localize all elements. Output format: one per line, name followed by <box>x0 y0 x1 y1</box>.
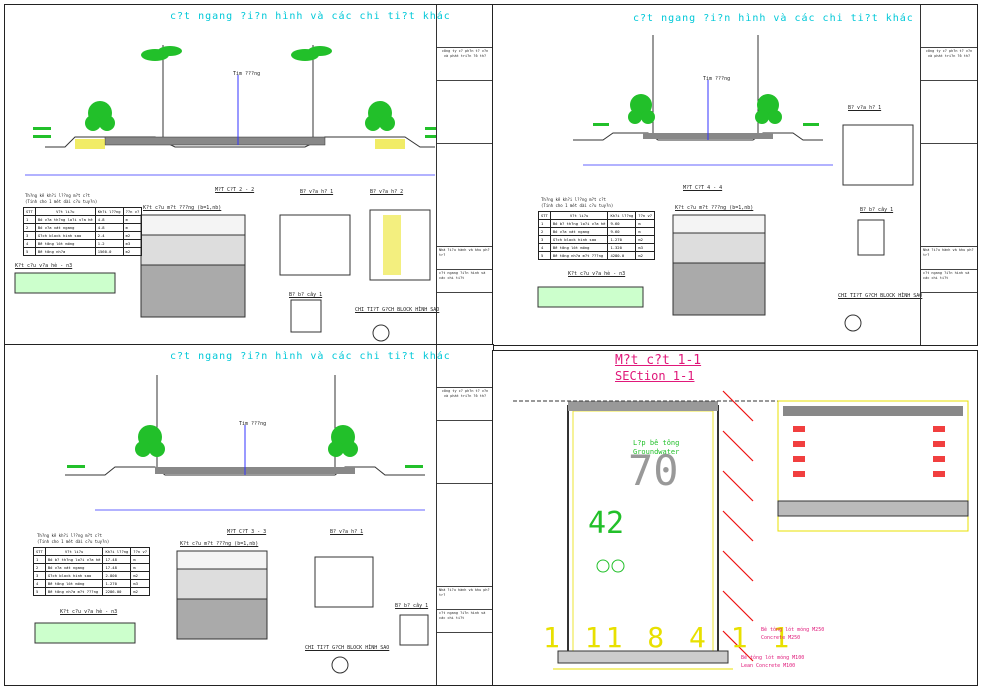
sheet-title: c?t ngang ?i?n hình và các chi ti?t khác <box>633 13 914 24</box>
drawing-name: c?t ngang ?i?n hình và các chi ti?t <box>437 270 493 293</box>
project-name: Nhà ?i?u hành và khu ph? tr? <box>437 247 493 270</box>
project-name: Nhà ?i?u hành và khu ph? tr? <box>437 587 493 610</box>
detail-label: B? b? cây 1 <box>289 292 323 298</box>
road-centerline-label: Tim ???ng <box>233 71 261 77</box>
drawing-sheet-1: c?t ngang ?i?n hình và các chi ti?t khác… <box>4 4 494 346</box>
section-title: M?t c?t 1-1 <box>615 353 702 368</box>
table-subtitle: (Tính cho 1 mét dài c?u tuy?n) <box>541 203 614 208</box>
section-label: M?T C?T 2 - 2 <box>215 187 255 193</box>
drawing-sheet-3: c?t ngang ?i?n hình và các chi ti?t khác… <box>4 344 494 686</box>
dimension-large: 70 <box>628 446 679 495</box>
bottom-dimensions: 1 11 8 4 1 1 <box>543 621 794 654</box>
section-subtitle: SECtion 1-1 <box>615 369 695 383</box>
detail-label: K?t c?u v?a hè - n3 <box>568 271 626 277</box>
foot-label-1-en: Concrete M250 <box>761 635 801 641</box>
detail-label: CHI TI?T G?CH BLOCK HÌNH SAO <box>355 307 440 313</box>
section-drawing <box>513 390 969 670</box>
cross-section-drawing <box>537 35 914 332</box>
table-title: Th?ng kê kh?i l??ng m?t c?t <box>25 193 91 198</box>
table-subtitle: (Tính cho 1 mét dài c?u tuy?n) <box>25 199 98 204</box>
drawing-name: c?t ngang ?i?n hình và các chi ti?t <box>437 610 493 633</box>
dimension-mid: 42 <box>588 506 625 541</box>
company-name: công ty c? ph?n t? v?n và phát tri?n ?ô … <box>437 388 493 421</box>
detail-label: CHI TI?T G?CH BLOCK HÌNH SAO <box>838 293 923 299</box>
company-name: công ty c? ph?n t? v?n và phát tri?n ?ô … <box>921 48 977 81</box>
drawing-name: c?t ngang ?i?n hình và các chi ti?t <box>921 270 977 293</box>
foot-label-2-en: Lean Concrete M100 <box>741 663 796 669</box>
detail-label: B? v?a h? 2 <box>370 189 404 195</box>
road-centerline-label: Tim ???ng <box>703 76 731 82</box>
title-block: công ty c? ph?n t? v?n và phát tri?n ?ô … <box>920 5 977 345</box>
detail-label: B? v?a h? 1 <box>848 105 882 111</box>
section-detail-sheet: M?t c?t 1-1 SECtion 1-1 L?p bê tông Grou… <box>492 350 978 686</box>
detail-label: B? b? cây 1 <box>395 603 429 609</box>
foot-label-1: Bê tông lót móng M250 <box>761 627 825 633</box>
title-block: công ty c? ph?n t? v?n và phát tri?n ?ô … <box>436 5 493 345</box>
table-title: Th?ng kê kh?i l??ng m?t c?t <box>541 197 607 202</box>
detail-label: K?t c?u v?a hè - n3 <box>15 263 73 269</box>
concrete-label: L?p bê tông <box>633 439 680 447</box>
detail-label: K?t c?u m?t ???ng (b=1,nb) <box>143 205 222 211</box>
detail-label: B? v?a h? 1 <box>330 529 364 535</box>
detail-label: K?t c?u m?t ???ng (b=1,nb) <box>675 205 754 211</box>
cross-section-drawing <box>34 375 429 674</box>
title-block: công ty c? ph?n t? v?n và phát tri?n ?ô … <box>436 345 493 685</box>
sheet-title: c?t ngang ?i?n hình và các chi ti?t khác <box>170 11 451 22</box>
table-subtitle: (Tính cho 1 mét dài c?u tuy?n) <box>37 539 110 544</box>
detail-label: K?t c?u v?a hè - n3 <box>60 609 118 615</box>
road-centerline-label: Tim ???ng <box>239 421 267 427</box>
project-name: Nhà ?i?u hành và khu ph? tr? <box>921 247 977 270</box>
concrete-label-en: Groundwater <box>633 448 680 456</box>
section-label: M?T C?T 4 - 4 <box>683 185 723 191</box>
drawing-sheet-2: c?t ngang ?i?n hình và các chi ti?t khác… <box>492 4 978 346</box>
sheet-title: c?t ngang ?i?n hình và các chi ti?t khác <box>170 351 451 362</box>
detail-label: B? b? cây 1 <box>860 207 894 213</box>
detail-label: K?t c?u m?t ???ng (b=1,nb) <box>180 541 259 547</box>
table-title: Th?ng kê kh?i l??ng m?t c?t <box>37 533 103 538</box>
detail-label: CHI TI?T G?CH BLOCK HÌNH SAO <box>305 645 390 651</box>
section-label: M?T C?T 3 - 3 <box>227 529 267 535</box>
detail-label: B? v?a h? 1 <box>300 189 334 195</box>
cross-section-drawing <box>14 45 437 342</box>
foot-label-2: Bê tông lót móng M100 <box>741 655 805 661</box>
company-name: công ty c? ph?n t? v?n và phát tri?n ?ô … <box>437 48 493 81</box>
